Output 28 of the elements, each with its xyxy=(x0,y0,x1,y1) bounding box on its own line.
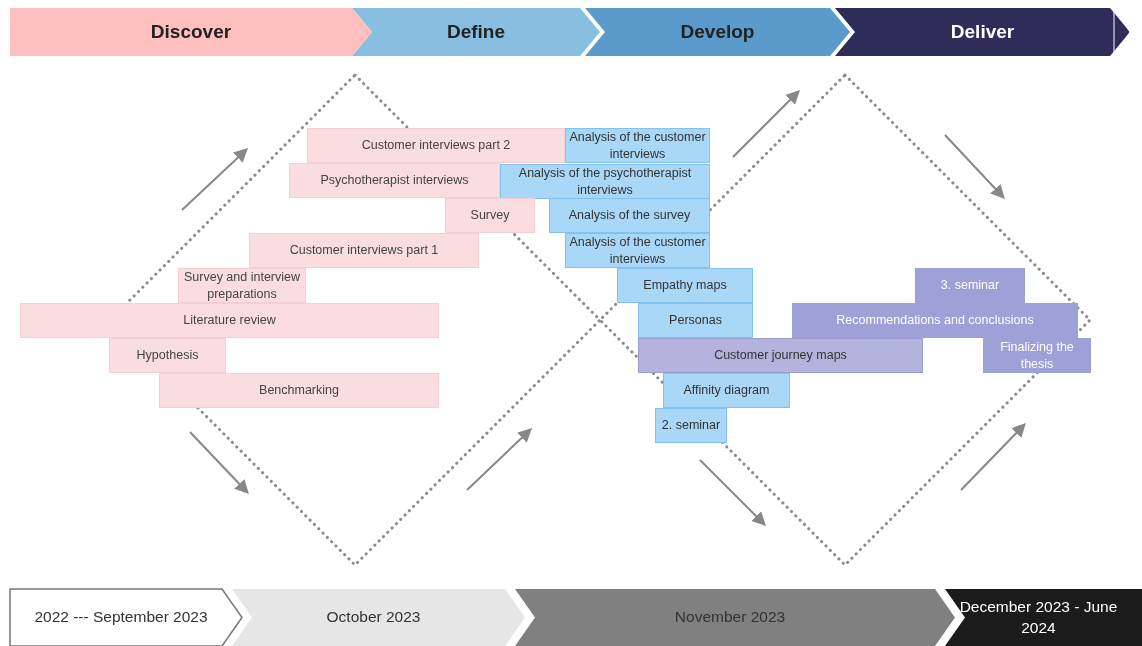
phase-band-segment: Define xyxy=(352,8,600,56)
task-bar: Literature review xyxy=(20,303,439,338)
task-bar: Customer interviews part 2 xyxy=(307,128,565,163)
task-bar: Survey and interview preparations xyxy=(178,268,306,303)
task-bar: Affinity diagram xyxy=(663,373,790,408)
task-bar: Customer interviews part 1 xyxy=(249,233,479,268)
task-bar: 3. seminar xyxy=(915,268,1025,303)
phase-band-segment: Develop xyxy=(585,8,850,56)
timeline-band-segment: October 2023 xyxy=(232,589,525,646)
task-bar: Psychotherapist interviews xyxy=(289,163,500,198)
timeline-band-segment: December 2023 - June 2024 xyxy=(945,589,1142,646)
phase-band-segment: Deliver xyxy=(835,8,1130,56)
task-bar: Analysis of the customer interviews xyxy=(565,233,710,268)
task-bar: Survey xyxy=(445,198,535,233)
task-bar: Hypothesis xyxy=(109,338,226,373)
task-bar: Analysis of the psychotherapist interviews xyxy=(500,164,710,199)
task-bar: Personas xyxy=(638,303,753,338)
task-bar: Benchmarking xyxy=(159,373,439,408)
phase-band-segment: Discover xyxy=(10,8,372,56)
timeline-band-segment: November 2023 xyxy=(515,589,955,646)
task-bar: 2. seminar xyxy=(655,408,727,443)
task-bar: Customer journey maps xyxy=(638,338,923,373)
task-bar: Analysis of the customer interviews xyxy=(565,128,710,163)
timeline-band-segment: 2022 --- September 2023 xyxy=(10,589,242,646)
task-bar: Recommendations and conclusions xyxy=(792,303,1078,338)
task-bar: Analysis of the survey xyxy=(549,198,710,233)
task-bar: Empathy maps xyxy=(617,268,753,303)
task-bar: Finalizing the thesis xyxy=(983,338,1091,373)
